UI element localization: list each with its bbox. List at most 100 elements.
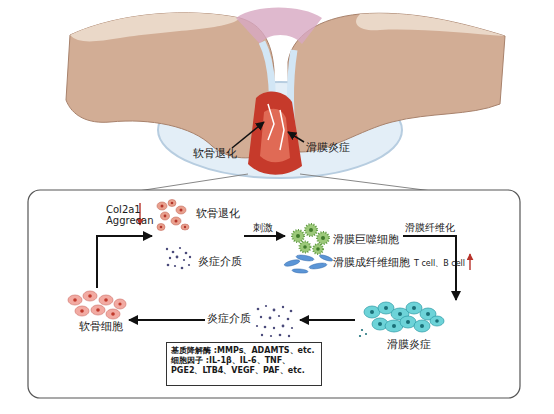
- node-text: 滑膜巨噬细胞: [333, 233, 399, 246]
- macrophage-node: 滑膜巨噬细胞: [285, 224, 403, 252]
- inflamed-synovial-cells: [412, 306, 416, 310]
- joint-illustration: [70, 13, 240, 42]
- flow-arrow: [97, 236, 152, 288]
- joint-illustration: [236, 8, 322, 45]
- mediator-dots: [265, 305, 267, 307]
- mediator-node: 炎症介质: [160, 243, 246, 273]
- mediator-dots: [290, 310, 293, 313]
- mediator-dots: [279, 334, 282, 337]
- mediator-dots: [273, 327, 275, 329]
- macrophage-cells: [292, 230, 304, 242]
- degenerating-cartilage-cells: [157, 202, 167, 210]
- chondrocyte-cells: [96, 308, 100, 312]
- inflamed-synovial-cells: [359, 302, 444, 337]
- part-label: 软骨退化: [193, 147, 237, 160]
- mediator-dots: [257, 308, 260, 311]
- fibroblast-cells: [292, 268, 308, 273]
- macrophage-cells: [321, 236, 325, 240]
- inflamed-synovial-cells: [430, 316, 444, 326]
- inflamed-synovial-cells: [384, 306, 388, 310]
- joint-illustration: [248, 92, 302, 175]
- node-text: 基质降解酶 :MMPs、ADAMTS、etc.: [171, 346, 317, 356]
- degenerating-cartilage-cells: [176, 206, 186, 214]
- mediator-dots: [166, 248, 168, 250]
- mediator-dots: [256, 305, 293, 337]
- degenerating-cartilage-cells: [160, 202, 187, 229]
- joint-illustration: [300, 174, 432, 191]
- inflamed-synovial-cells: [426, 312, 430, 316]
- degenerating-cartilage-cells: [168, 200, 176, 207]
- cartilage-degeneration-node: 软骨退化: [152, 198, 244, 240]
- mediator-dots: [288, 335, 290, 337]
- chondrocyte-cells: [99, 295, 113, 305]
- joint-illustration: [356, 13, 505, 36]
- mediator-dots: [185, 252, 188, 255]
- chondrocyte-cells: [106, 309, 120, 319]
- synovitis-node: 滑膜炎症: [355, 300, 462, 354]
- mediator-dots: [172, 251, 175, 254]
- degenerating-cartilage-cells: [171, 202, 174, 205]
- edge-label: 滑膜纤维化: [405, 222, 465, 233]
- degenerating-cartilage-cells: [161, 212, 170, 220]
- chondrocyte-cells: [73, 298, 77, 302]
- macrophage-cells: [303, 245, 307, 249]
- flow-arrow: [129, 319, 205, 321]
- inflamed-synovial-cells: [364, 306, 380, 318]
- inflamed-synovial-cells: [359, 335, 361, 337]
- macrophage-cells: [317, 232, 329, 244]
- inflamed-synovial-cells: [406, 320, 410, 324]
- macrophage-cells: [305, 224, 317, 236]
- joint-illustration: [288, 132, 304, 142]
- chondrocyte-cells: [88, 294, 92, 298]
- chondrocyte-cells: [68, 291, 126, 319]
- inflamed-synovial-cells: [378, 322, 382, 326]
- joint-illustration: [260, 109, 290, 163]
- degenerating-cartilage-cells: [184, 226, 186, 228]
- degenerating-cartilage-cells: [171, 217, 181, 225]
- mediator-dots: [189, 256, 191, 258]
- chondrocyte-cells: [68, 295, 82, 305]
- mediator-dots: [179, 247, 181, 249]
- node-text: 炎症介质: [207, 312, 251, 325]
- macrophage-cells: [296, 228, 325, 251]
- inflamed-synovial-cells: [398, 312, 402, 316]
- mediator-dots: [269, 317, 272, 320]
- macrophage-cells: [292, 224, 329, 254]
- edge-label: Col2a1 Aggrecan: [106, 204, 146, 226]
- mediator-dots: [181, 267, 184, 270]
- fibroblast-cells: [319, 254, 334, 263]
- joint-illustration: [288, 13, 505, 152]
- joint-illustration: [66, 13, 274, 158]
- chondrocyte-cells: [83, 291, 97, 301]
- inflamed-synovial-cells: [414, 320, 430, 332]
- chondrocyte-cells: [91, 305, 105, 315]
- macrophage-cells: [300, 242, 311, 253]
- mediator-dots: [270, 335, 272, 337]
- mediator-dots: [282, 306, 284, 308]
- mediator-dots: [291, 327, 293, 329]
- chondrocyte-cells: [111, 312, 115, 316]
- mediator-dots: [188, 264, 190, 266]
- macrophage-cells: [316, 247, 320, 251]
- chondrocyte-node: 软骨细胞: [65, 288, 129, 336]
- mediator-dots: [287, 318, 290, 321]
- mediator-dots: [273, 309, 276, 312]
- mediator-dots: [167, 264, 170, 267]
- inflamed-synovial-cells: [365, 333, 367, 335]
- chondrocyte-cells: [80, 309, 84, 313]
- mediator-dots: [166, 247, 191, 269]
- inflamed-synovial-cells: [406, 302, 422, 314]
- mediator-list-box: 基质降解酶 :MMPs、ADAMTS、etc.细胞因子 :IL-1β、IL-6、…: [166, 342, 322, 386]
- macrophage-cells: [309, 228, 313, 232]
- degenerating-cartilage-cells: [175, 220, 178, 223]
- inflamed-synovial-cells: [420, 324, 424, 328]
- mediator-dots: [169, 257, 171, 259]
- chondrocyte-cells: [104, 298, 108, 302]
- part-label: T cell、B cell: [414, 257, 465, 270]
- mediator-dots: [174, 265, 176, 267]
- part-label: 滑膜炎症: [306, 141, 350, 154]
- fibroblast-cells: [309, 262, 328, 270]
- mediator-dots: [282, 325, 285, 328]
- degenerating-cartilage-cells: [157, 224, 165, 231]
- mediator-node: 炎症介质: [205, 303, 300, 341]
